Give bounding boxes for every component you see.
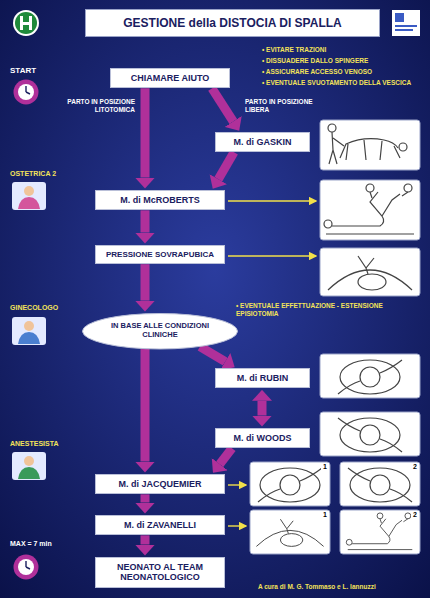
branch-label: PARTO IN POSIZIONE LITOTOMICA: [50, 98, 135, 114]
box-text: IN BASE ALLE CONDIZIONI CLINICHE: [110, 322, 210, 339]
process-box: M. di RUBIN: [215, 368, 310, 388]
pointer-arrows: [228, 201, 316, 526]
box-text: CHIAMARE AIUTO: [115, 73, 225, 83]
anesthetist-icon: [12, 452, 46, 480]
note-text: • ASSICURARE ACCESSO VENOSO: [262, 68, 424, 76]
box-text: M. di GASKIN: [220, 137, 305, 147]
title-box: GESTIONE della DISTOCIA DI SPALLA: [85, 9, 380, 37]
process-box: M. di JACQUEMIER: [95, 474, 225, 494]
flow-arrow: [141, 210, 150, 232]
process-box: NEONATO AL TEAM NEONATOLOGICO: [95, 557, 225, 588]
clock-icon: [14, 555, 39, 580]
role-label: GINECOLOGO: [10, 304, 80, 312]
box-text: M. di JACQUEMIER: [100, 479, 220, 489]
time-label: MAX = 7 min: [10, 540, 80, 548]
callout-number: 1: [321, 463, 329, 471]
midwife-icon: [12, 182, 46, 210]
box-text: NEONATO AL TEAM NEONATOLOGICO: [100, 562, 220, 583]
box-text: M. di RUBIN: [220, 373, 305, 383]
start-label: START: [10, 66, 60, 76]
note-text: • EVENTUALE EFFETTUAZIONE - ESTENSIONE E…: [236, 302, 424, 318]
callout-number: 2: [411, 511, 419, 519]
hospital-logo: [13, 10, 39, 36]
note-text: • EVENTUALE SVUOTAMENTO DELLA VESCICA: [262, 79, 424, 87]
callout-number: 1: [321, 511, 329, 519]
illustration-panels: [250, 120, 420, 554]
branch-label: PARTO IN POSIZIONE LIBERA: [245, 98, 315, 114]
flow-arrow: [141, 535, 150, 544]
process-box: M. di GASKIN: [215, 132, 310, 152]
flow-arrow: [220, 448, 232, 464]
process-box: M. di ZAVANELLI: [95, 515, 225, 535]
flow-arrow: [200, 347, 225, 362]
flow-arrow: [141, 264, 150, 300]
health-service-logo: [392, 10, 420, 36]
note-text: • DISSUADERE DALLO SPINGERE: [262, 57, 424, 65]
role-label: OSTETRICA 2: [10, 170, 80, 178]
decision-ellipse: IN BASE ALLE CONDIZIONI CLINICHE: [82, 313, 238, 349]
process-box: M. di McROBERTS: [95, 190, 225, 210]
box-text: PRESSIONE SOVRAPUBICA: [100, 250, 220, 259]
credit-text: A cura di M. G. Tommaso e L. Iannuzzi: [258, 583, 426, 591]
flow-arrow: [218, 152, 234, 179]
flow-arrow: [212, 88, 233, 121]
flow-arrow: [141, 88, 150, 177]
box-text: M. di WOODS: [220, 433, 305, 443]
note-text: • EVITARE TRAZIONI: [262, 46, 424, 54]
flow-arrow: [258, 401, 267, 416]
flow-arrow: [141, 349, 150, 462]
process-box: PRESSIONE SOVRAPUBICA: [95, 245, 225, 264]
process-box: CHIAMARE AIUTO: [110, 68, 230, 88]
role-label: ANESTESISTA: [10, 440, 80, 448]
gynecologist-icon: [12, 317, 46, 345]
process-box: M. di WOODS: [215, 428, 310, 448]
box-text: M. di McROBERTS: [100, 195, 220, 205]
clock-icon: [14, 80, 39, 105]
callout-number: 2: [411, 463, 419, 471]
flow-arrow: [141, 494, 150, 502]
box-text: M. di ZAVANELLI: [100, 520, 220, 530]
